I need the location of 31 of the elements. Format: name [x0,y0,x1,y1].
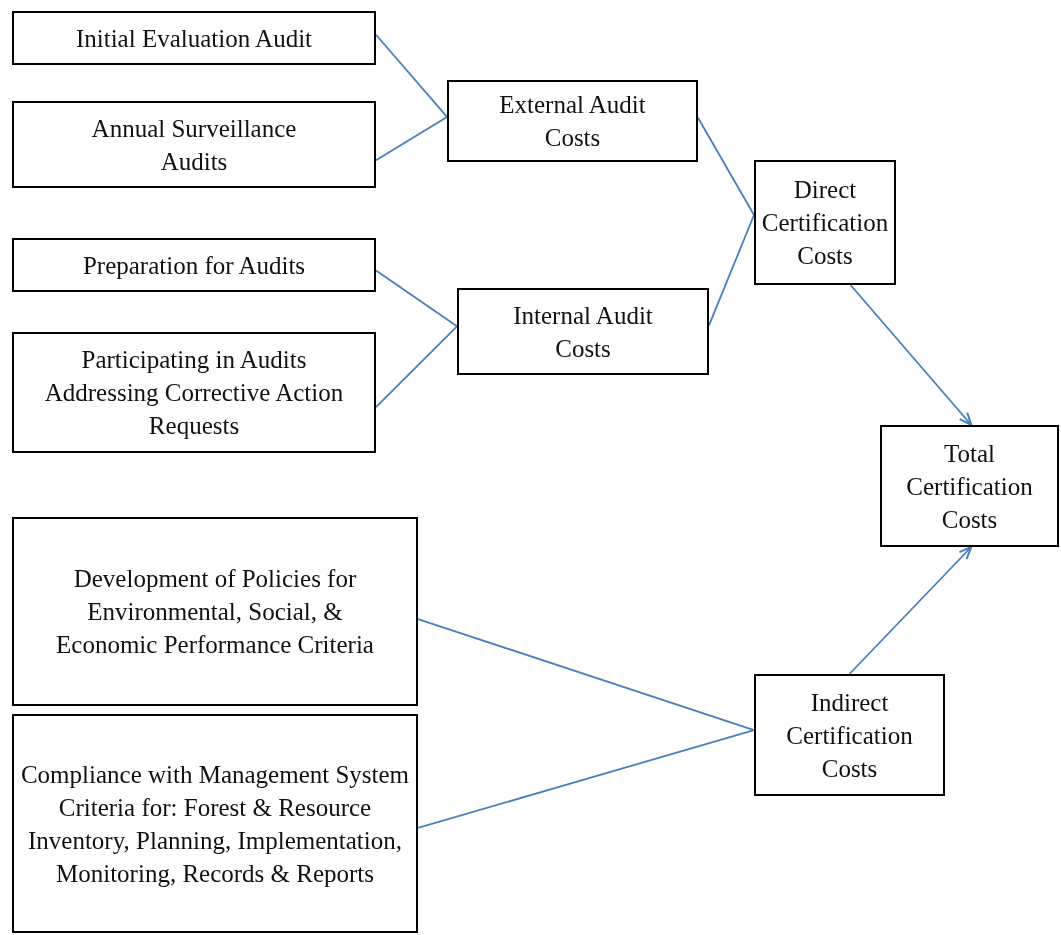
process-box [12,238,376,292]
process-box [12,101,376,188]
connector-line [697,116,755,216]
box-label: External Audit Costs [498,90,647,153]
process-box [457,288,709,375]
connector-line [375,116,448,162]
box-label: Total Certification Costs [905,438,1034,535]
connector-line [375,269,458,328]
process-box [754,160,896,285]
connector-line [417,618,755,731]
box-label: Indirect Certification Costs [785,687,914,784]
connector-line [417,729,755,829]
process-box [12,714,418,933]
box-label: Participating in Audits Addressing Corrective Action Requests [44,345,344,441]
box-label: Initial Evaluation Audit [75,23,313,54]
box-label: Annual Surveillance Audits [90,113,298,177]
box-label: Preparation for Audits [82,250,306,281]
connector-line [849,284,973,426]
process-box [880,425,1059,547]
process-box [754,674,945,796]
process-box [12,517,418,706]
box-label: Direct Certification Costs [760,175,890,271]
process-box [447,80,698,162]
connector-line [375,33,448,118]
process-box [12,11,376,65]
box-label: Development of Policies for Environmental, Social, & Economic Performance Criteria [55,564,375,660]
connector-line [375,325,458,408]
box-label: Compliance with Management System Criteria for: Forest & Resource Inventory, Planning, Implementation, Monitoring, Records & Reports [20,759,410,889]
process-box [12,332,376,453]
box-label: Internal Audit Costs [512,300,654,364]
connector-line [848,546,973,675]
